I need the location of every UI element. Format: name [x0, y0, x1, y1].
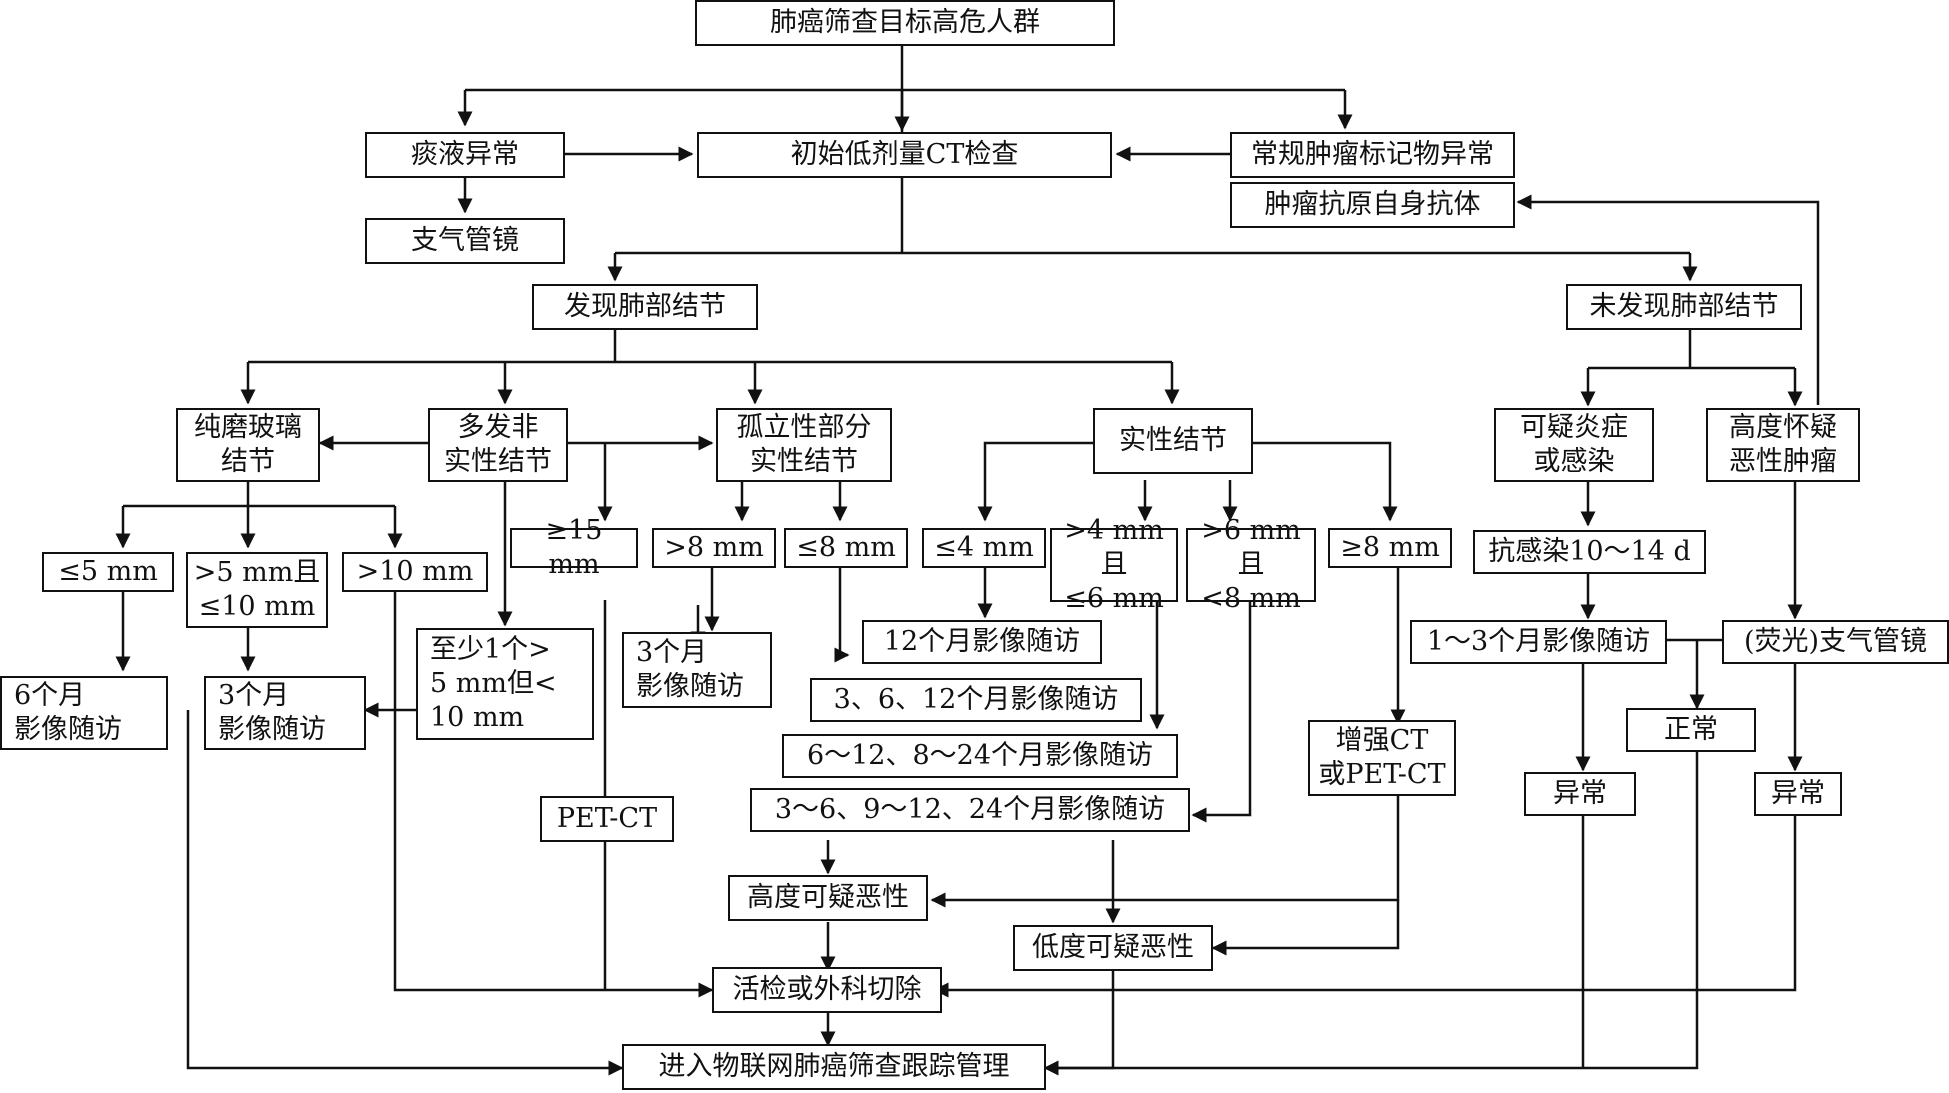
anti-infection-box: 抗感染10～14 d [1473, 530, 1706, 574]
abnormal-1-box: 异常 [1524, 772, 1636, 816]
normal-box: 正常 [1626, 708, 1756, 752]
le5mm-box: ≤5 mm [42, 552, 174, 592]
enhanced-ct-box: 增强CT 或PET-CT [1308, 720, 1456, 796]
biopsy-surgery-box: 活检或外科切除 [712, 967, 942, 1013]
abnormal-2-box: 异常 [1754, 772, 1842, 816]
nodule-found-box: 发现肺部结节 [532, 284, 758, 330]
initial-ldct-box: 初始低剂量CT检查 [697, 132, 1112, 178]
ge15mm-box: ≥15 mm [510, 515, 638, 580]
le4mm-box: ≤4 mm [922, 528, 1046, 568]
suspected-inflammation-box: 可疑炎症 或感染 [1494, 408, 1654, 482]
followup-3-6-9-12-24-box: 3～6、9～12、24个月影像随访 [750, 788, 1190, 832]
low-suspicion-box: 低度可疑恶性 [1013, 925, 1213, 971]
tumor-antigen-box: 肿瘤抗原自身抗体 [1230, 182, 1515, 228]
gt10mm-box: >10 mm [342, 552, 488, 592]
followup-12m-box: 12个月影像随访 [862, 620, 1102, 664]
solitary-part-solid-box: 孤立性部分 实性结节 [716, 408, 892, 482]
bronchoscopy-box: 支气管镜 [365, 218, 565, 264]
fluorescent-bronchoscopy-box: (荧光)支气管镜 [1722, 620, 1949, 664]
multiple-nonsolid-box: 多发非 实性结节 [428, 408, 568, 482]
gt8mm-box: >8 mm [652, 528, 776, 568]
followup-6m-box: 6个月 影像随访 [0, 676, 168, 750]
pet-ct-box: PET-CT [540, 796, 674, 842]
gt4-le6mm-box: >4 mm且 ≤6 mm [1050, 515, 1178, 614]
gt6-lt8mm-box: >6 mm且 <8 mm [1186, 515, 1316, 614]
followup-3m-a-box: 3个月 影像随访 [204, 676, 366, 750]
high-risk-population-box: 肺癌筛查目标高危人群 [695, 0, 1115, 46]
le8mm-box: ≤8 mm [784, 528, 908, 568]
ge8mm-box: ≥8 mm [1328, 528, 1452, 568]
at-least-one-box: 至少1个> 5 mm但< 10 mm [416, 628, 594, 740]
followup-3m-b-box: 3个月 影像随访 [622, 632, 772, 708]
pure-ggo-box: 纯磨玻璃 结节 [176, 408, 320, 482]
sputum-abnormal-box: 痰液异常 [365, 132, 565, 178]
followup-3-6-12-box: 3、6、12个月影像随访 [810, 678, 1142, 722]
iot-management-box: 进入物联网肺癌筛查跟踪管理 [622, 1044, 1046, 1090]
tumor-marker-box: 常规肿瘤标记物异常 [1230, 132, 1515, 178]
followup-6-12-8-24-box: 6～12、8～24个月影像随访 [782, 734, 1178, 778]
solid-nodule-box: 实性结节 [1093, 408, 1253, 474]
suspected-malignancy-box: 高度怀疑 恶性肿瘤 [1706, 408, 1860, 482]
high-suspicion-box: 高度可疑恶性 [728, 875, 928, 921]
gt5-le10mm-box: >5 mm且 ≤10 mm [186, 552, 328, 628]
followup-1-3m-box: 1～3个月影像随访 [1410, 620, 1667, 664]
nodule-not-found-box: 未发现肺部结节 [1566, 284, 1802, 330]
